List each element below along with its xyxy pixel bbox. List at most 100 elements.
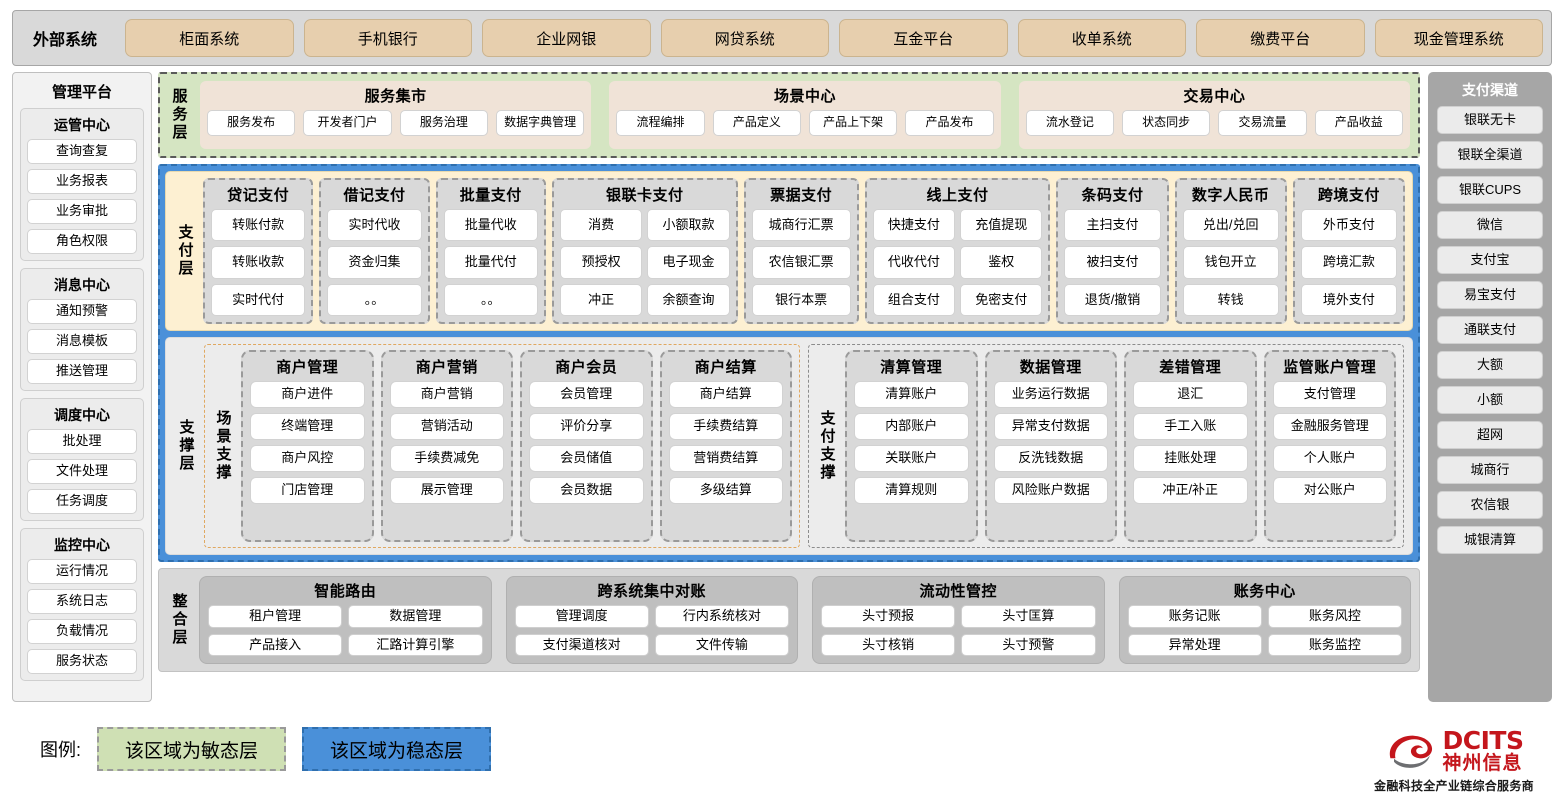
service-item[interactable]: 服务发布 — [207, 110, 295, 136]
support-item[interactable]: 关联账户 — [854, 445, 969, 472]
service-item[interactable]: 产品上下架 — [809, 110, 897, 136]
payment-channel-item[interactable]: 大额 — [1437, 351, 1543, 379]
service-item[interactable]: 产品定义 — [713, 110, 801, 136]
payment-item[interactable]: 城商行汇票 — [752, 209, 851, 241]
payment-item[interactable]: 免密支付 — [960, 284, 1042, 316]
management-item[interactable]: 任务调度 — [27, 489, 137, 514]
management-item[interactable]: 业务报表 — [27, 169, 137, 194]
integration-item[interactable]: 账务记账 — [1128, 605, 1262, 628]
support-item[interactable]: 手续费结算 — [669, 413, 784, 440]
service-item[interactable]: 服务治理 — [400, 110, 488, 136]
payment-item[interactable]: 转钱 — [1183, 284, 1279, 316]
payment-item[interactable]: 实时代收 — [327, 209, 421, 241]
payment-item[interactable]: 退货/撤销 — [1064, 284, 1160, 316]
service-item[interactable]: 交易流量 — [1218, 110, 1306, 136]
support-item[interactable]: 异常支付数据 — [994, 413, 1109, 440]
support-item[interactable]: 个人账户 — [1273, 445, 1388, 472]
support-item[interactable]: 终端管理 — [250, 413, 365, 440]
support-item[interactable]: 清算账户 — [854, 381, 969, 408]
integration-item[interactable]: 头寸核销 — [821, 634, 955, 657]
external-system-chip[interactable]: 现金管理系统 — [1375, 19, 1544, 57]
payment-item[interactable]: 主扫支付 — [1064, 209, 1160, 241]
payment-channel-item[interactable]: 城商行 — [1437, 456, 1543, 484]
integration-item[interactable]: 账务风控 — [1268, 605, 1402, 628]
payment-item[interactable]: 兑出/兑回 — [1183, 209, 1279, 241]
payment-item[interactable]: 资金归集 — [327, 246, 421, 278]
management-item[interactable]: 通知预警 — [27, 299, 137, 324]
payment-item[interactable]: 。。 — [327, 284, 421, 316]
support-item[interactable]: 对公账户 — [1273, 477, 1388, 504]
integration-item[interactable]: 行内系统核对 — [655, 605, 789, 628]
payment-item[interactable]: 。。 — [444, 284, 538, 316]
management-item[interactable]: 角色权限 — [27, 229, 137, 254]
payment-channel-item[interactable]: 小额 — [1437, 386, 1543, 414]
integration-item[interactable]: 头寸匡算 — [961, 605, 1095, 628]
service-item[interactable]: 流程编排 — [616, 110, 704, 136]
support-item[interactable]: 清算规则 — [854, 477, 969, 504]
external-system-chip[interactable]: 网贷系统 — [661, 19, 830, 57]
payment-channel-item[interactable]: 易宝支付 — [1437, 281, 1543, 309]
payment-channel-item[interactable]: 银联全渠道 — [1437, 141, 1543, 169]
management-item[interactable]: 负载情况 — [27, 619, 137, 644]
external-system-chip[interactable]: 企业网银 — [482, 19, 651, 57]
support-item[interactable]: 商户进件 — [250, 381, 365, 408]
management-item[interactable]: 业务审批 — [27, 199, 137, 224]
service-item[interactable]: 数据字典管理 — [496, 110, 584, 136]
support-item[interactable]: 风险账户数据 — [994, 477, 1109, 504]
payment-item[interactable]: 充值提现 — [960, 209, 1042, 241]
external-system-chip[interactable]: 互金平台 — [839, 19, 1008, 57]
support-item[interactable]: 冲正/补正 — [1133, 477, 1248, 504]
payment-item[interactable]: 电子现金 — [647, 246, 729, 278]
payment-item[interactable]: 消费 — [560, 209, 642, 241]
support-item[interactable]: 会员数据 — [529, 477, 644, 504]
integration-item[interactable]: 数据管理 — [348, 605, 482, 628]
payment-item[interactable]: 跨境汇款 — [1301, 246, 1397, 278]
support-item[interactable]: 内部账户 — [854, 413, 969, 440]
payment-channel-item[interactable]: 农信银 — [1437, 491, 1543, 519]
service-item[interactable]: 产品发布 — [905, 110, 993, 136]
service-item[interactable]: 流水登记 — [1026, 110, 1114, 136]
payment-channel-item[interactable]: 超网 — [1437, 421, 1543, 449]
management-item[interactable]: 文件处理 — [27, 459, 137, 484]
support-item[interactable]: 展示管理 — [390, 477, 505, 504]
payment-channel-item[interactable]: 城银清算 — [1437, 526, 1543, 554]
integration-item[interactable]: 租户管理 — [208, 605, 342, 628]
payment-item[interactable]: 转账收款 — [211, 246, 305, 278]
support-item[interactable]: 业务运行数据 — [994, 381, 1109, 408]
payment-item[interactable]: 钱包开立 — [1183, 246, 1279, 278]
support-item[interactable]: 评价分享 — [529, 413, 644, 440]
support-item[interactable]: 支付管理 — [1273, 381, 1388, 408]
support-item[interactable]: 营销费结算 — [669, 445, 784, 472]
payment-item[interactable]: 实时代付 — [211, 284, 305, 316]
payment-item[interactable]: 快捷支付 — [873, 209, 955, 241]
support-item[interactable]: 营销活动 — [390, 413, 505, 440]
integration-item[interactable]: 账务监控 — [1268, 634, 1402, 657]
management-item[interactable]: 推送管理 — [27, 359, 137, 384]
external-system-chip[interactable]: 手机银行 — [304, 19, 473, 57]
payment-item[interactable]: 余额查询 — [647, 284, 729, 316]
management-item[interactable]: 查询查复 — [27, 139, 137, 164]
support-item[interactable]: 反洗钱数据 — [994, 445, 1109, 472]
payment-item[interactable]: 农信银汇票 — [752, 246, 851, 278]
external-system-chip[interactable]: 收单系统 — [1018, 19, 1187, 57]
management-item[interactable]: 运行情况 — [27, 559, 137, 584]
support-item[interactable]: 商户结算 — [669, 381, 784, 408]
integration-item[interactable]: 头寸预报 — [821, 605, 955, 628]
support-item[interactable]: 金融服务管理 — [1273, 413, 1388, 440]
support-item[interactable]: 手工入账 — [1133, 413, 1248, 440]
payment-item[interactable]: 组合支付 — [873, 284, 955, 316]
management-item[interactable]: 服务状态 — [27, 649, 137, 674]
integration-item[interactable]: 产品接入 — [208, 634, 342, 657]
integration-item[interactable]: 支付渠道核对 — [515, 634, 649, 657]
external-system-chip[interactable]: 缴费平台 — [1196, 19, 1365, 57]
payment-item[interactable]: 批量代收 — [444, 209, 538, 241]
support-item[interactable]: 挂账处理 — [1133, 445, 1248, 472]
integration-item[interactable]: 头寸预警 — [961, 634, 1095, 657]
payment-item[interactable]: 批量代付 — [444, 246, 538, 278]
payment-item[interactable]: 鉴权 — [960, 246, 1042, 278]
payment-channel-item[interactable]: 支付宝 — [1437, 246, 1543, 274]
support-item[interactable]: 会员储值 — [529, 445, 644, 472]
payment-item[interactable]: 小额取款 — [647, 209, 729, 241]
support-item[interactable]: 多级结算 — [669, 477, 784, 504]
support-item[interactable]: 门店管理 — [250, 477, 365, 504]
